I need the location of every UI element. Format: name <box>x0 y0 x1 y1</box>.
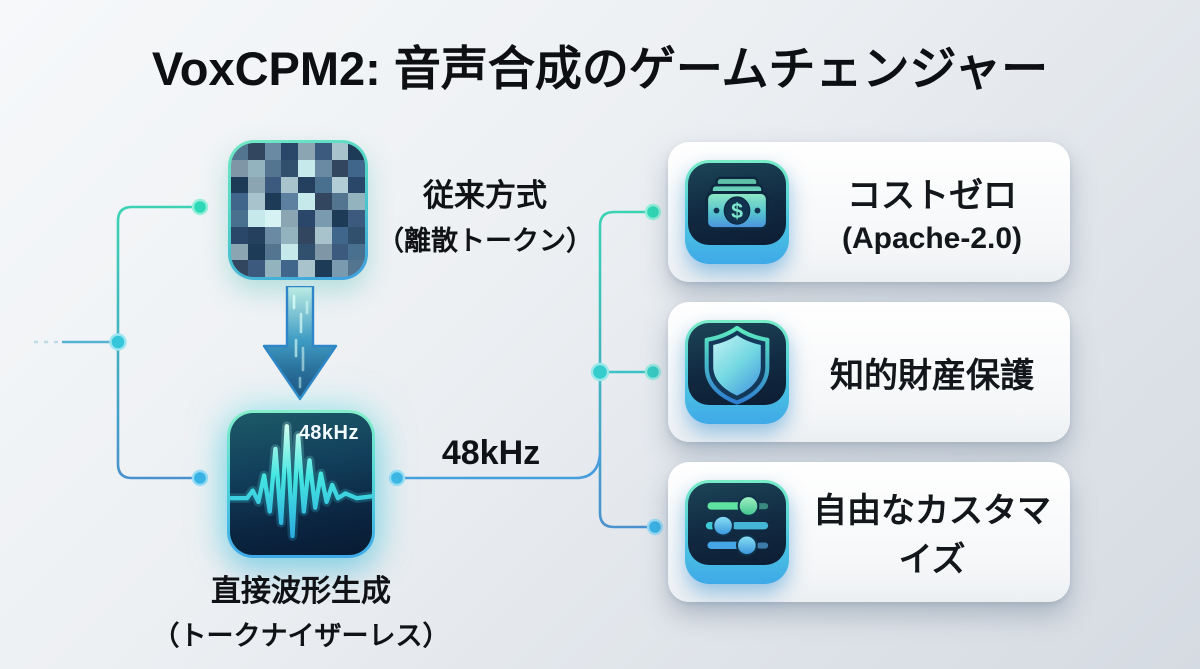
benefit-1-subtitle: (Apache-2.0) <box>841 222 1023 255</box>
waveform-box: 48kHz <box>227 410 375 558</box>
benefit-1-title: コストゼロ <box>847 177 1017 215</box>
sliders-icon-frame <box>685 480 789 584</box>
money-bill-icon: $ <box>705 176 769 231</box>
legacy-tokens-box <box>228 140 368 280</box>
wave-khz-badge: 48kHz <box>298 422 359 444</box>
shield-icon-frame <box>685 320 789 424</box>
benefit-card-ip-protection: 知的財産保護 <box>668 302 1070 442</box>
connection-khz-label: 48kHz <box>441 434 541 472</box>
money-bill-icon-frame: $ <box>685 160 789 264</box>
sliders-icon <box>705 495 769 557</box>
svg-text:$: $ <box>731 199 743 223</box>
benefit-2-title: 知的財産保護 <box>830 356 1034 395</box>
direct-generation-subtitle: （トークナイザーレス） <box>152 621 450 651</box>
benefit-card-cost-zero: $ コストゼロ (Apache-2.0) <box>668 142 1070 282</box>
legacy-method-title: 従来方式 <box>423 178 547 213</box>
direct-generation-label: 直接波形生成 （トークナイザーレス） <box>150 566 452 653</box>
pixel-mosaic-icon <box>231 143 365 277</box>
page-title: VoxCPM2: 音声合成のゲームチェンジャー <box>151 42 1049 95</box>
direct-generation-title: 直接波形生成 <box>211 575 391 608</box>
legacy-method-subtitle: （離散トークン） <box>377 226 593 256</box>
legacy-method-label: 従来方式 （離散トークン） <box>368 170 602 258</box>
waveform-icon <box>230 421 372 541</box>
shield-icon <box>704 325 770 405</box>
benefit-3-title: 自由なカスタマイズ <box>813 492 1051 579</box>
down-arrow-icon <box>262 286 338 401</box>
benefit-card-customization: 自由なカスタマイズ <box>668 462 1070 602</box>
